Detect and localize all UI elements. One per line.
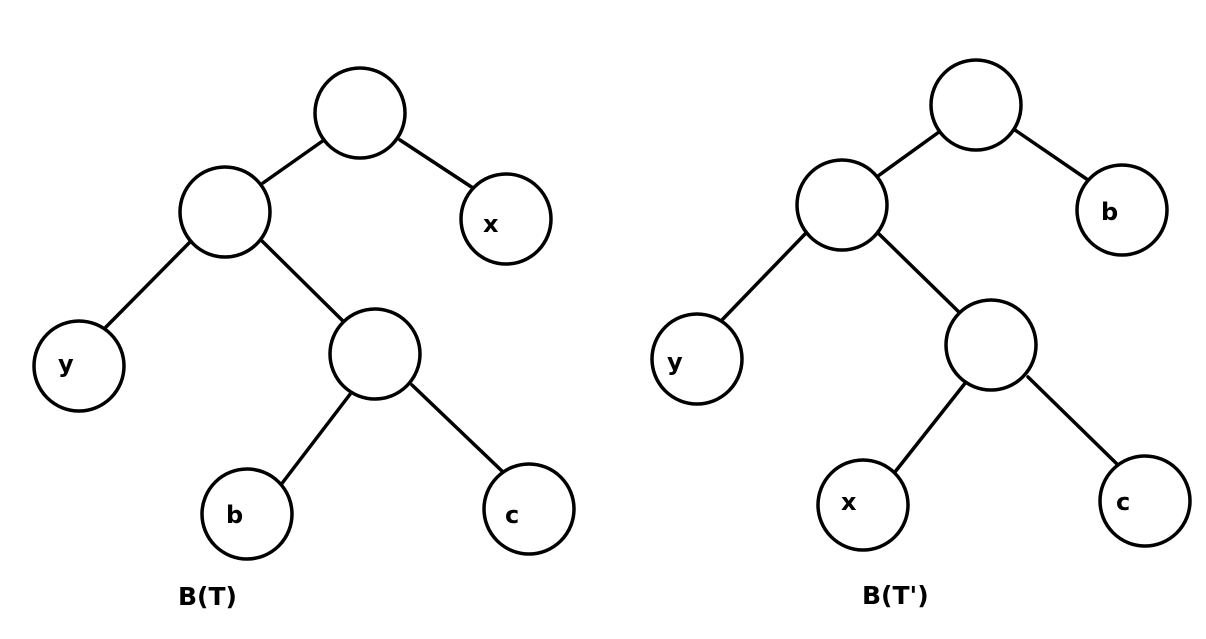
left-leaf-x-node [459,172,553,266]
right-tree: b y x c B(T') [650,58,1192,610]
right-label-x: x [841,488,857,516]
right-leaf-c-node [1098,454,1192,548]
left-label-y: y [58,350,74,378]
left-leaf-y-node [32,319,126,413]
left-edge-root-to-internal [261,138,326,185]
right-label-y: y [667,348,683,376]
right-leaf-b-node [1075,163,1169,257]
right-edge-root-to-b [1013,128,1090,182]
right-leaf-y-node [650,312,744,406]
right-edge-internal2-to-c [1026,375,1120,467]
right-label-b: b [1101,198,1118,226]
left-edge-internal-to-internal2 [260,239,347,325]
right-internal2-node [944,298,1038,392]
right-root-node [929,58,1023,152]
left-tree: x y b c B(T) [32,66,576,611]
left-leaf-b-node [200,467,294,561]
right-edge-internal2-to-x [889,380,968,479]
left-label-x: x [483,210,499,238]
left-edge-root-to-x [398,138,475,190]
left-label-b: b [226,501,243,529]
right-edge-root-to-internal [876,130,941,178]
left-label-c: c [505,501,519,529]
left-edge-internal2-to-c [410,383,505,474]
right-edge-internal-to-y [720,231,808,322]
left-internal-node [178,165,272,259]
right-tree-caption: B(T') [862,581,929,610]
left-tree-caption: B(T) [178,582,237,611]
left-internal2-node [328,307,422,401]
left-edge-internal-to-y [103,240,192,330]
right-edge-internal-to-internal2 [876,231,965,318]
right-internal-node [795,158,889,252]
right-label-c: c [1116,488,1130,516]
left-leaf-c-node [482,462,576,556]
left-edge-internal2-to-b [278,391,353,488]
right-leaf-x-node [816,458,910,552]
left-root-node [313,66,407,160]
